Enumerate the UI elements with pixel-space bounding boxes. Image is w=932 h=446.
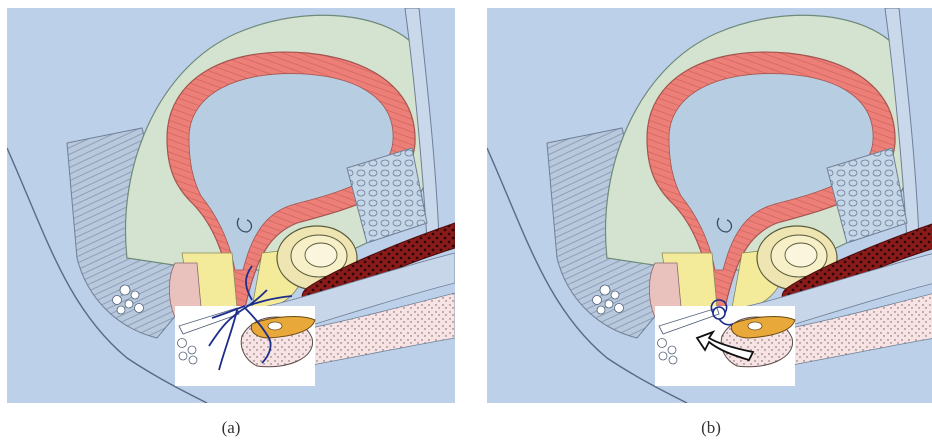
anatomy-diagram-a: [7, 8, 455, 403]
panel-a-caption: (a): [7, 418, 455, 438]
panel-a-illustration: [7, 8, 455, 403]
panel-b-caption: (b): [487, 418, 932, 438]
anatomy-diagram-b: [487, 8, 932, 403]
panel-b-illustration: [487, 8, 932, 403]
